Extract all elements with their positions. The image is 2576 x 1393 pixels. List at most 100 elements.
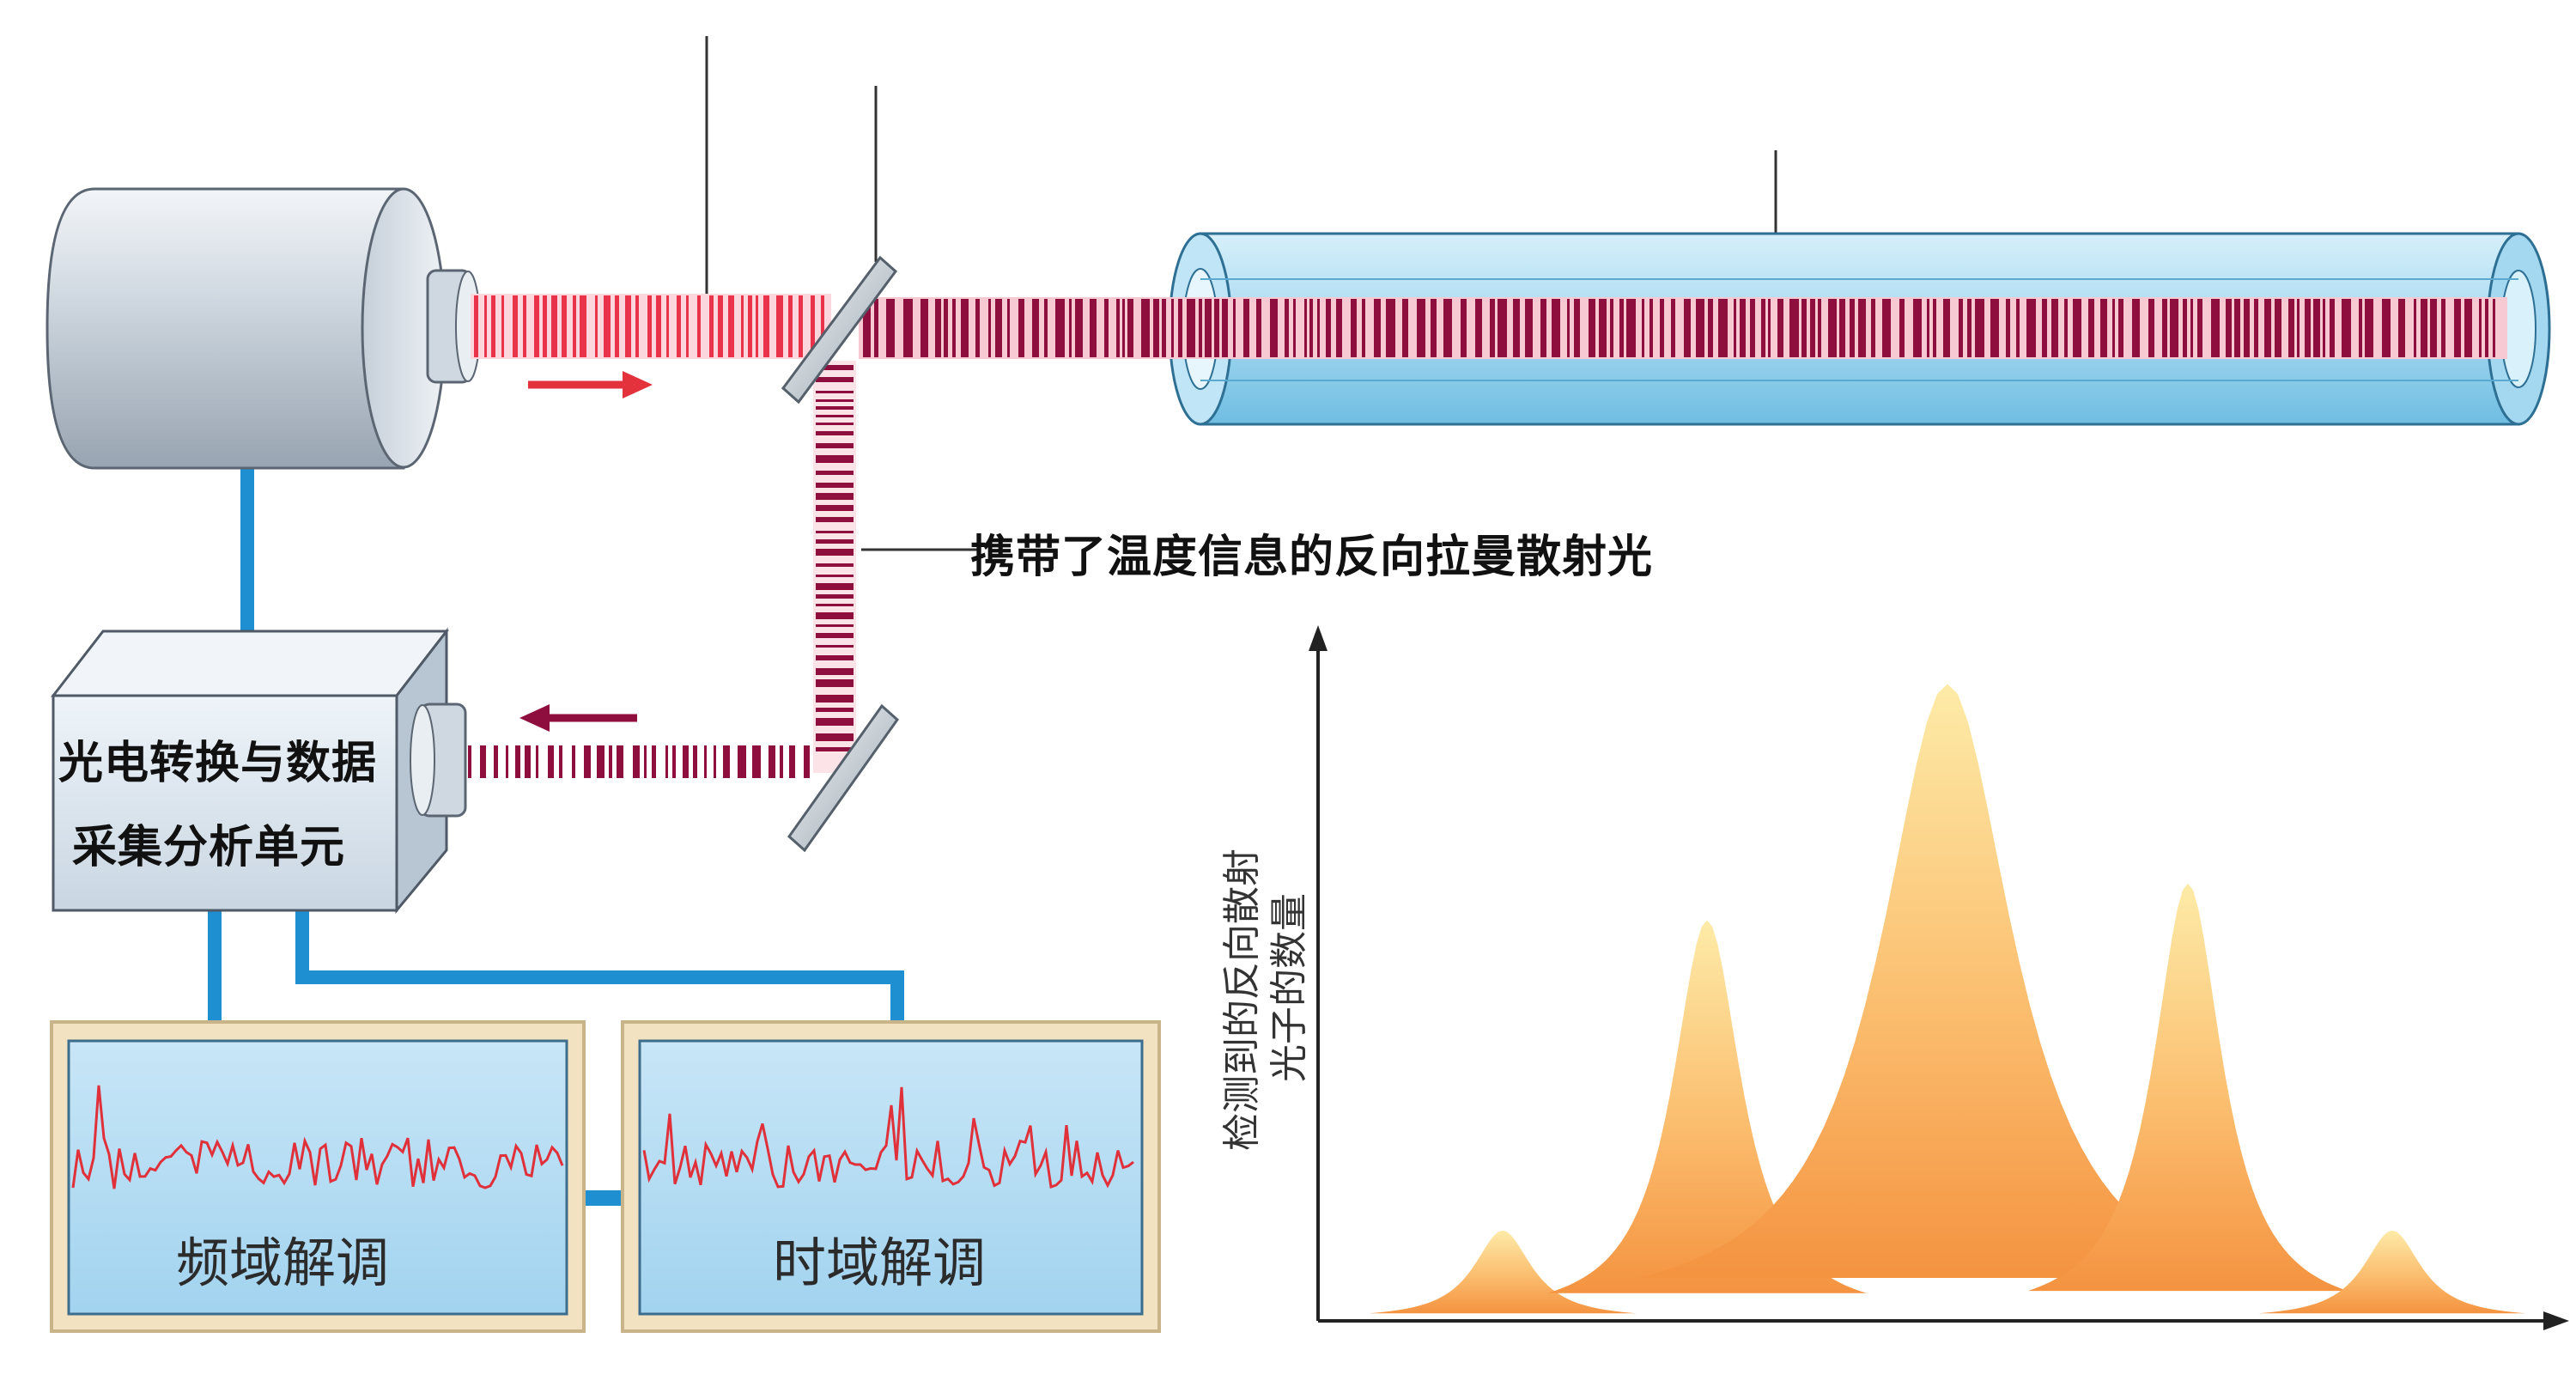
pulse-bar [1927, 299, 1929, 357]
pulse-bar [788, 295, 793, 357]
pulse-bar [2051, 299, 2058, 357]
pulse-bar [816, 455, 854, 463]
pulse-bar [1626, 299, 1636, 357]
photoelectric-analysis-unit [50, 627, 467, 915]
pulse-bar [1351, 299, 1357, 357]
pulse-bar [656, 295, 661, 357]
time-demod-label: 时域解调 [773, 1232, 987, 1294]
forward-arrow [528, 371, 653, 398]
pulse-bar [573, 295, 576, 357]
pulse-bar [920, 299, 928, 357]
pulse-bar [644, 745, 647, 778]
pulse-bar [1116, 299, 1120, 357]
pulse-bar [484, 295, 487, 357]
pulse-bar [536, 745, 538, 778]
pulse-bar [816, 708, 854, 712]
spectrum-peak [1369, 1230, 1637, 1314]
y-axis-label-line2: 光子的数量 [1267, 893, 1311, 1082]
pulse-bar [1187, 299, 1195, 357]
pulse-bar [709, 295, 714, 357]
pulse-bar [816, 531, 854, 533]
pulse-bar [816, 391, 854, 393]
pulse-bar [2313, 299, 2320, 357]
pulse-bar [816, 399, 854, 402]
pulse-bar [604, 295, 611, 357]
pulse-bar [816, 471, 854, 475]
pulse-bar [975, 299, 980, 357]
pulse-bar [1490, 299, 1495, 357]
pulse-bar [1913, 299, 1922, 357]
spectrum-peak [2028, 883, 2348, 1292]
pulse-bar [1850, 299, 1855, 357]
pulse-bar [2359, 299, 2362, 357]
pulse-bar [988, 299, 991, 357]
pulse-bar [1461, 299, 1467, 357]
pulse-bar [2342, 299, 2351, 357]
pulse-bar [1828, 299, 1837, 357]
pulse-bar [756, 295, 758, 357]
pulse-bar [816, 423, 854, 425]
pulse-bar [952, 299, 956, 357]
spectrum-peak [1547, 920, 1867, 1293]
pulse-bar [1768, 299, 1771, 357]
pulse-bar [2100, 299, 2107, 357]
pulse-bar [1032, 299, 1039, 357]
pulse-bar [816, 443, 854, 448]
pulse-bar [1498, 299, 1507, 357]
pulse-bar [995, 299, 1002, 357]
pulse-bar [1933, 299, 1936, 357]
spectrum-peak [2258, 1230, 2526, 1314]
pulse-bar [816, 679, 854, 687]
pulse-bar [1293, 299, 1296, 357]
pulse-bar [1178, 299, 1182, 357]
pulse-bar [1402, 299, 1408, 357]
frequency-domain-screen [50, 1020, 586, 1333]
pulse-bar [584, 745, 591, 778]
pulse-bar [799, 295, 803, 357]
pulse-bar [816, 633, 854, 638]
pulse-bar [2132, 299, 2140, 357]
pulse-bar [874, 299, 878, 357]
pulse-bar [811, 295, 815, 357]
pulse-bar [816, 583, 854, 590]
pulse-bar [1127, 299, 1133, 357]
pulse-bar [816, 415, 854, 417]
pulse-bar [2323, 299, 2325, 357]
pulse-bar [1233, 299, 1236, 357]
pulse-bar [615, 295, 619, 357]
pulse-bar [2288, 299, 2294, 357]
pulse-bar [1162, 299, 1166, 357]
pulse-bar [816, 493, 854, 500]
pulse-bar [863, 299, 871, 357]
return-beam-pulses [468, 745, 810, 778]
pulse-bar [2162, 299, 2167, 357]
pulse-bar [763, 295, 769, 357]
pulse-bar [2485, 299, 2488, 357]
forward-beam-pulses [474, 295, 824, 357]
pulse-bar [816, 604, 854, 606]
pulse-bar [714, 745, 716, 778]
pulse-bar [816, 549, 854, 556]
pulse-bar [816, 505, 854, 511]
turning-mirror [787, 703, 900, 853]
pulse-bar [1789, 299, 1799, 357]
pulse-bar [728, 295, 734, 357]
pulse-bar [2414, 299, 2416, 357]
pulse-bar [2118, 299, 2123, 357]
pulse-bar [2330, 299, 2335, 357]
pulse-bar [1075, 299, 1083, 357]
pulse-bar [2398, 299, 2405, 357]
pulse-bar [501, 295, 504, 357]
pulse-bar [1525, 299, 1533, 357]
pulse-bar [1871, 299, 1875, 357]
pulse-bar [677, 295, 681, 357]
pulse-bar [525, 745, 531, 778]
pulse-bar [1007, 299, 1010, 357]
pulse-bar [597, 745, 605, 778]
pulse-bar [769, 745, 775, 778]
pulse-bar [2234, 299, 2240, 357]
pulse-bar [1610, 299, 1613, 357]
pulse-bar [2042, 299, 2047, 357]
pulse-bar [559, 745, 562, 778]
